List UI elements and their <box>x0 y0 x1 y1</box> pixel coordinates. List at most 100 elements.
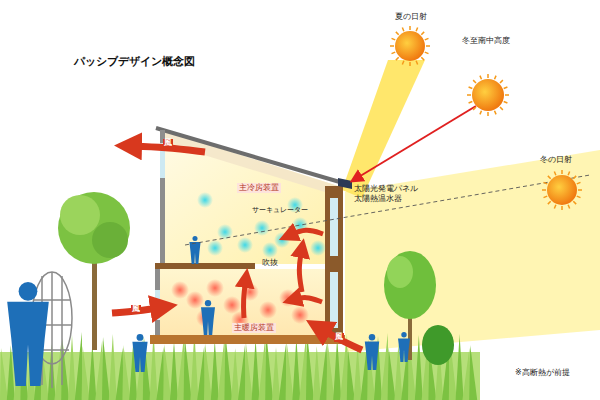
grass-blade <box>279 344 287 400</box>
sun-ray <box>473 80 476 83</box>
warm-air-dot <box>206 279 224 297</box>
grass-blade <box>238 345 246 400</box>
sun-ray <box>500 107 503 110</box>
suns <box>390 26 582 210</box>
sun-ray <box>548 176 551 179</box>
sun-ray <box>568 172 570 176</box>
grass-blade <box>163 344 171 400</box>
sun-label: 夏の日射 <box>395 12 427 22</box>
wind-label: 風 <box>131 305 141 314</box>
person-head <box>205 300 211 306</box>
winter-sun-beam <box>345 150 600 352</box>
solar-panel <box>338 178 352 189</box>
sun-ray <box>402 61 404 65</box>
equipment-label: 太陽光発電パネル 太陽熱温水器 <box>354 184 420 203</box>
grass-blade <box>245 342 253 400</box>
warm-air-dot <box>171 281 189 299</box>
cool-air-dot <box>197 192 213 208</box>
roof <box>156 128 350 185</box>
sun-ray <box>577 182 581 184</box>
tree-canopy <box>384 251 436 319</box>
sun-label: 冬至南中高度 <box>462 36 510 46</box>
grass-blade <box>286 341 294 400</box>
sun-ray <box>554 205 556 209</box>
person-body <box>189 242 200 264</box>
sun-ray <box>504 102 508 104</box>
person-body <box>398 338 410 362</box>
air-arrow <box>299 248 302 292</box>
sun-ray <box>480 76 482 80</box>
sun-ray <box>568 205 570 209</box>
ground-floor-slab <box>150 335 345 344</box>
person-body <box>201 307 215 335</box>
tree <box>58 192 130 350</box>
grass-blade <box>272 347 280 400</box>
tree-canopy <box>58 192 130 264</box>
grass-blade <box>177 338 185 400</box>
grass-blade <box>320 343 328 400</box>
grass-blade <box>116 348 124 400</box>
cool-air-dot <box>262 242 278 258</box>
grass-blade <box>313 346 321 400</box>
sun-ray <box>409 62 411 66</box>
cool-air-dot <box>254 220 270 236</box>
tree-canopy <box>387 256 413 288</box>
lower-room <box>160 269 330 335</box>
sun-ray <box>495 111 497 115</box>
sun-ray <box>542 189 546 191</box>
sun-ray <box>402 28 404 32</box>
warm-air-dot <box>291 306 309 324</box>
sun-ray <box>505 94 509 96</box>
sun-ray <box>573 176 576 179</box>
tree <box>384 251 454 365</box>
sun-ray <box>392 38 396 40</box>
sun-ray <box>487 112 489 116</box>
person-silhouette <box>365 334 379 370</box>
grass-blade <box>354 345 362 400</box>
sun-disc <box>395 31 425 61</box>
window <box>330 272 338 328</box>
grass-blade <box>388 347 396 400</box>
grass-blade <box>0 348 8 400</box>
sun-ray <box>573 201 576 204</box>
grass-blade <box>299 335 307 400</box>
sun-ray <box>425 38 429 40</box>
air-arrows <box>112 146 362 350</box>
grass-blade <box>102 337 110 400</box>
sun-angle-line <box>185 175 590 245</box>
person-silhouette <box>132 334 147 372</box>
bush <box>422 325 454 365</box>
sun-ray <box>469 87 473 89</box>
grass-blade <box>68 335 76 400</box>
person-head <box>369 334 375 340</box>
grass-blade <box>347 348 355 400</box>
sun-ray <box>392 52 396 54</box>
warm-air-dot <box>259 301 277 319</box>
wind-label: 風 <box>163 139 173 148</box>
sun-ray <box>396 57 399 60</box>
trellis-bar <box>61 276 63 385</box>
sun-icon <box>390 26 430 66</box>
sun-ray <box>554 172 556 176</box>
grass-blade <box>326 340 334 400</box>
right-wall <box>325 186 343 336</box>
cool-air-dot <box>310 240 326 256</box>
person-body <box>7 302 49 386</box>
grass-blade <box>184 335 192 400</box>
person-silhouette <box>7 282 49 386</box>
sun-ray <box>544 182 548 184</box>
sun-ray <box>416 61 418 65</box>
sun-ray <box>467 94 471 96</box>
sun-ray <box>561 170 563 174</box>
diagram-title: パッシブデザイン概念図 <box>74 55 195 68</box>
grass-blade <box>231 348 239 400</box>
sun-ray <box>416 28 418 32</box>
sun-ray <box>504 87 508 89</box>
house-section <box>150 128 352 344</box>
note-label: ※高断熱が前提 <box>515 368 570 378</box>
sun-ray <box>421 57 424 60</box>
grass-blade <box>252 339 260 400</box>
sun-label: 冬の日射 <box>540 155 572 165</box>
grass-blade <box>218 337 226 400</box>
grass-blade <box>456 334 464 400</box>
